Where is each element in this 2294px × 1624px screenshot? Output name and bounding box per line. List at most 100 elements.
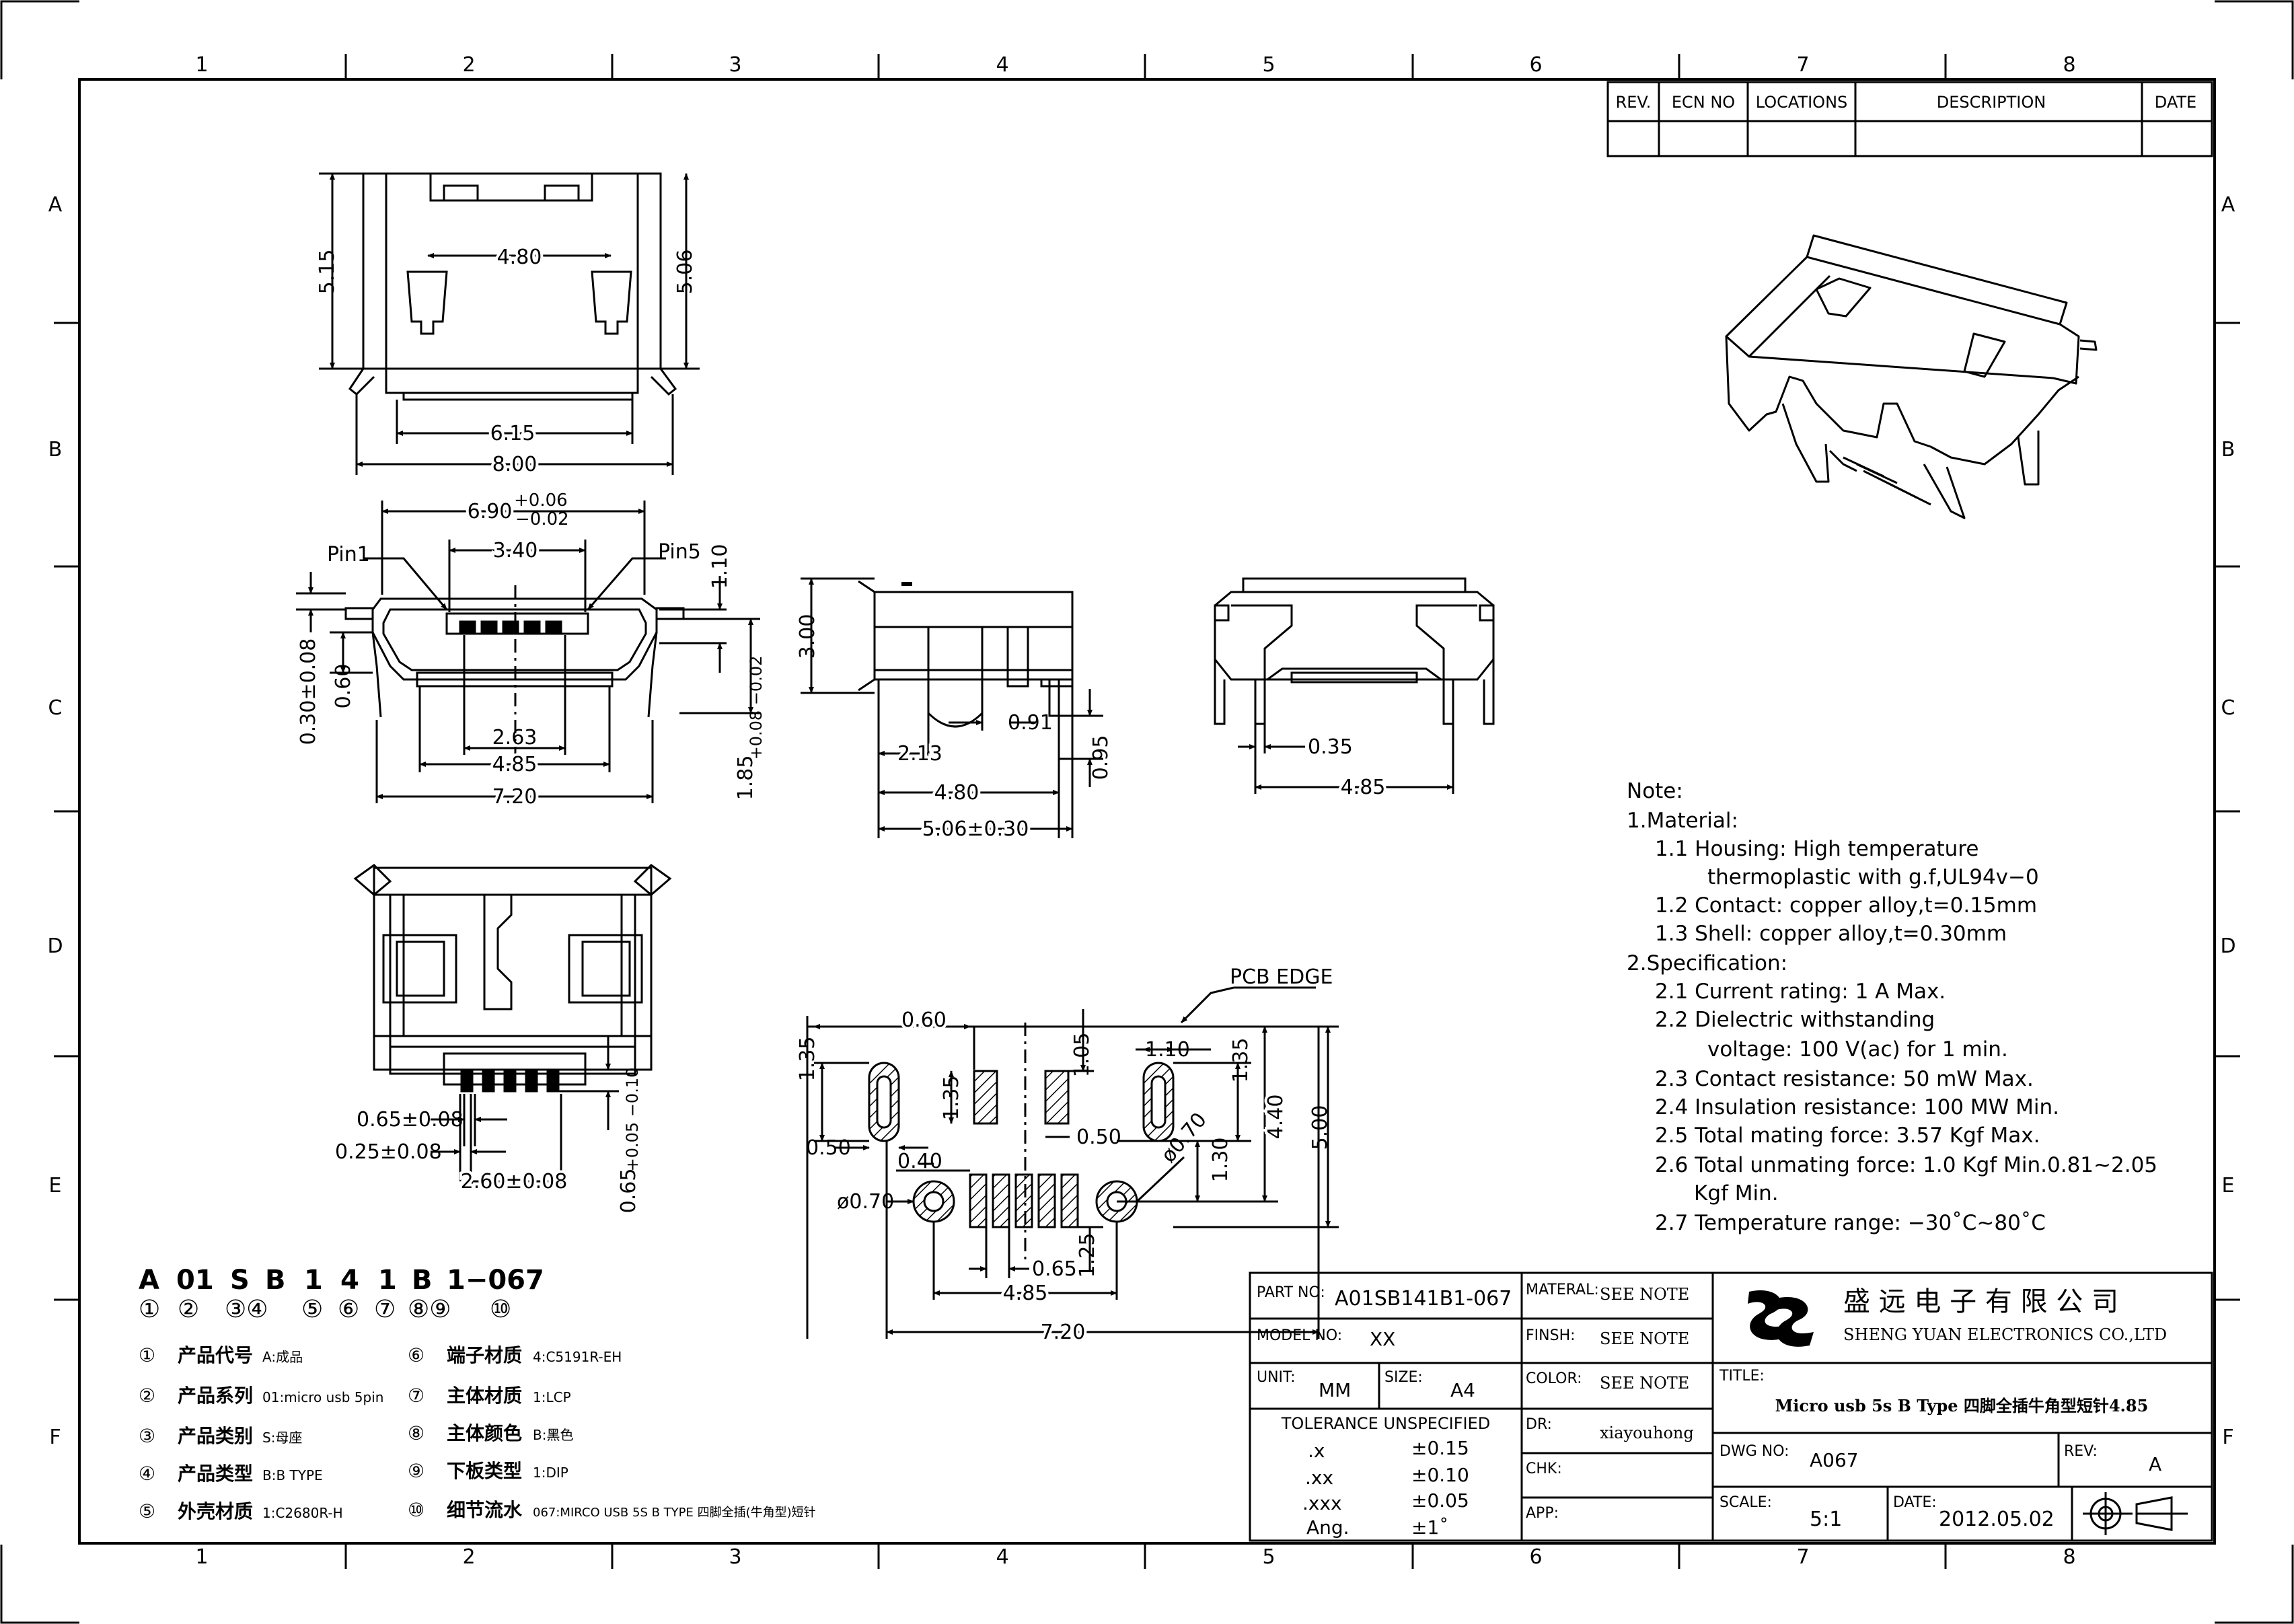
tb-dwg-no: A067 xyxy=(1810,1449,1859,1471)
zone-row-right-e: E xyxy=(2222,1174,2235,1197)
note-line-14: Kgf Min. xyxy=(1694,1181,1779,1206)
note-line-0: Note: xyxy=(1627,779,1683,803)
bottom-view-labels: 0.65±0.08 0.25±0.08 2.60±0.08 0.65 +0.05… xyxy=(335,1068,642,1214)
tb-chk-label: CHK: xyxy=(1526,1461,1562,1477)
zone-col-top-2: 2 xyxy=(462,53,475,77)
dim-0-65-bottom: 0.65±0.08 xyxy=(357,1108,464,1132)
dim-phi-0-70-left: ø0.70 xyxy=(837,1190,894,1214)
code-serial: 1−067 xyxy=(447,1265,544,1296)
dim-0-65-fp: 0.65 xyxy=(1032,1257,1077,1281)
legend-value-3: S:母座 xyxy=(262,1430,302,1446)
legend-num-5: ⑤ xyxy=(139,1500,155,1522)
tb-company-cn: 盛 远 电 子 有 限 公 司 xyxy=(1843,1286,2118,1317)
tb-tol-val-2: ±0.05 xyxy=(1411,1489,1469,1512)
zone-col-top-4: 4 xyxy=(996,53,1008,77)
tb-size: A4 xyxy=(1450,1379,1475,1401)
dim-5-15: 5.15 xyxy=(316,250,339,295)
tb-tol-key-3: Ang. xyxy=(1306,1516,1349,1539)
rev-header-locations: LOCATIONS xyxy=(1756,93,1848,112)
zone-col-top-3: 3 xyxy=(729,53,741,77)
circle-10: ⑩ xyxy=(490,1296,511,1323)
tb-title: Micro usb 5s B Type 四脚全插牛角型短针4.85 xyxy=(1775,1396,2149,1415)
dim-0-60-front: 0.60 xyxy=(332,664,355,709)
zone-row-left-e: E xyxy=(49,1174,62,1197)
note-line-6: 2.Specification: xyxy=(1627,951,1787,975)
tb-rev: A xyxy=(2149,1453,2161,1475)
dim-6-90-tol-dn: −0.02 xyxy=(515,509,569,529)
dim-1-35-right: 1.35 xyxy=(1229,1038,1253,1083)
dim-1-85: 1.85 xyxy=(734,755,757,801)
dim-1-10-fp: 1.10 xyxy=(1145,1038,1190,1062)
legend-label-1: 产品代号 xyxy=(178,1344,253,1366)
tb-material: SEE NOTE xyxy=(1600,1285,1689,1304)
legend-label-10: 细节流水 xyxy=(447,1499,523,1521)
dim-0-25: 0.25±0.08 xyxy=(335,1140,442,1164)
tb-material-label: MATERAL: xyxy=(1526,1282,1599,1298)
legend-label-7: 主体材质 xyxy=(447,1385,522,1407)
legend-num-7: ⑦ xyxy=(408,1385,424,1407)
tb-tol-key-2: .xxx xyxy=(1302,1492,1342,1514)
rear-view-labels: 0.35 4.85 xyxy=(1308,735,1388,802)
note-line-8: 2.2 Dielectric withstanding xyxy=(1655,1008,1935,1032)
tb-color-label: COLOR: xyxy=(1526,1370,1582,1387)
note-line-11: 2.4 Insulation resistance: 100 MW Min. xyxy=(1655,1095,2059,1119)
zone-col-bot-8: 8 xyxy=(2063,1545,2075,1569)
tb-tol-key-0: .x xyxy=(1308,1440,1325,1462)
revision-table: REV. ECN NO LOCATIONS DESCRIPTION DATE xyxy=(1606,81,2213,157)
tb-company-en: SHENG YUAN ELECTRONICS CO.,LTD xyxy=(1843,1325,2167,1344)
tb-app-label: APP: xyxy=(1526,1505,1559,1522)
zone-row-left-c: C xyxy=(48,696,63,720)
note-line-10: 2.3 Contact resistance: 50 mW Max. xyxy=(1655,1067,2034,1091)
dim-5-00: 5.00 xyxy=(1308,1105,1332,1150)
tb-model-no-label: MODEL NO: xyxy=(1257,1327,1342,1344)
rear-view xyxy=(1214,577,1495,794)
code-a: A xyxy=(139,1265,159,1296)
note-line-3: thermoplastic with g.f,UL94v−0 xyxy=(1707,865,2039,889)
dim-4-85-rear: 4.85 xyxy=(1341,776,1386,799)
tb-part-no: A01SB141B1-067 xyxy=(1335,1287,1512,1311)
legend-value-7: 1:LCP xyxy=(533,1389,571,1405)
legend-num-9: ⑨ xyxy=(408,1460,424,1482)
dim-0-95: 0.95 xyxy=(1089,735,1113,780)
legend-value-2: 01:micro usb 5pin xyxy=(262,1389,383,1405)
inner-border xyxy=(78,78,2216,1545)
legend-num-6: ⑥ xyxy=(408,1344,424,1366)
legend-value-1: A:成品 xyxy=(262,1349,303,1365)
dim-0-65-vert-tol: +0.05 −0.10 xyxy=(623,1068,642,1172)
legend-value-10: 067:MIRCO USB 5S B TYPE 四脚全插(牛角型)短针 xyxy=(533,1506,816,1520)
tb-size-label: SIZE: xyxy=(1384,1369,1423,1386)
dim-7-20-front: 7.20 xyxy=(492,785,538,809)
dim-0-40: 0.40 xyxy=(897,1150,942,1173)
dim-4-85-fp: 4.85 xyxy=(1003,1282,1048,1305)
legend-value-8: B:黑色 xyxy=(533,1427,573,1443)
legend-label-6: 端子材质 xyxy=(447,1344,522,1366)
zone-row-left-a: A xyxy=(48,193,63,217)
zone-col-bot-3: 3 xyxy=(729,1545,741,1569)
circle-2: ② xyxy=(178,1296,199,1323)
circle-5: ⑤ xyxy=(301,1296,323,1323)
zone-ticks xyxy=(54,54,2240,1569)
tb-title-label: TITLE: xyxy=(1719,1368,1765,1385)
tb-dwg-no-label: DWG NO: xyxy=(1719,1443,1789,1460)
note-line-2: 1.1 Housing: High temperature xyxy=(1655,837,1978,861)
tb-part-no-label: PART NO: xyxy=(1257,1284,1325,1301)
tb-model-no: XX xyxy=(1370,1328,1395,1350)
zone-col-bot-1: 1 xyxy=(195,1545,208,1569)
legend-num-10: ⑩ xyxy=(408,1499,424,1521)
dim-0-65-vert: 0.65 xyxy=(617,1169,640,1214)
tb-finish: SEE NOTE xyxy=(1600,1329,1689,1348)
note-line-9: voltage: 100 V(ac) for 1 min. xyxy=(1707,1037,2008,1062)
legend-label-4: 产品类型 xyxy=(178,1463,253,1485)
legend-value-4: B:B TYPE xyxy=(262,1467,323,1483)
pcb-footprint-labels: PCB EDGE 0.60 1.35 1.35 1.05 1.10 1.35 0… xyxy=(796,965,1333,1347)
tb-scale: 5:1 xyxy=(1810,1508,1842,1531)
tb-tol-val-3: ±1˚ xyxy=(1411,1516,1448,1539)
bottom-view xyxy=(353,864,672,1189)
dim-4-80-top: 4.80 xyxy=(497,246,542,269)
top-view xyxy=(319,172,700,475)
legend-num-3: ③ xyxy=(139,1425,155,1447)
legend-value-5: 1:C2680R-H xyxy=(262,1505,343,1521)
legend-value-6: 4:C5191R-EH xyxy=(533,1349,622,1365)
dim-2-13: 2.13 xyxy=(897,742,942,766)
tb-color: SEE NOTE xyxy=(1600,1374,1689,1393)
